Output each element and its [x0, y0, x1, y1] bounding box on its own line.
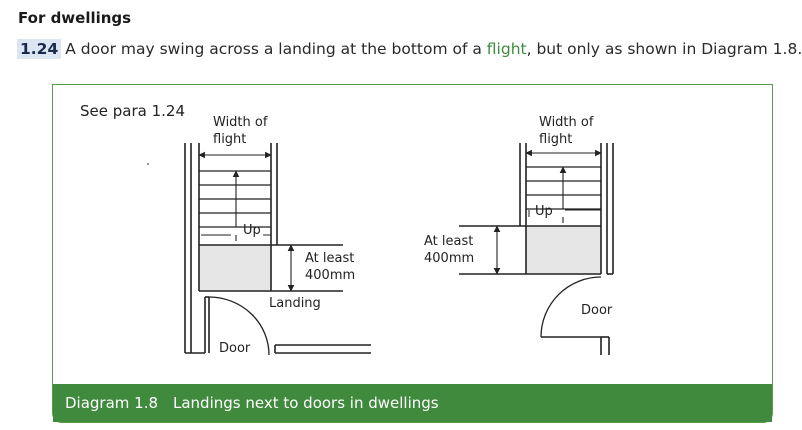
left-width-label-line2: flight	[213, 132, 246, 147]
right-stair-plan	[459, 143, 614, 355]
stray-dot	[147, 163, 149, 165]
right-landing-area	[526, 226, 601, 274]
right-door-label: Door	[581, 303, 613, 318]
landing-diagram: See para 1.24	[80, 102, 614, 356]
diagram-caption-text: Landings next to doors in dwellings	[173, 394, 439, 412]
paragraph-number: 1.24	[17, 39, 62, 59]
left-stair-plan	[184, 143, 371, 356]
left-at-least-line1: At least	[305, 251, 354, 266]
left-up-label: Up	[243, 223, 261, 238]
right-width-label-line1: Width of	[539, 115, 594, 130]
left-at-least-line2: 400mm	[305, 268, 355, 283]
left-landing-area	[199, 245, 271, 291]
left-width-label-line1: Width of	[213, 115, 268, 130]
diagram-caption-bar: Diagram 1.8 Landings next to doors in dw…	[53, 384, 772, 422]
left-landing-label: Landing	[269, 296, 321, 311]
diagram-caption-number: Diagram 1.8	[65, 394, 159, 412]
diagram-frame: See para 1.24	[52, 84, 773, 423]
right-width-label-line2: flight	[539, 132, 572, 147]
section-heading: For dwellings	[18, 9, 132, 27]
see-para-label: See para 1.24	[80, 102, 185, 120]
flight-link[interactable]: flight	[486, 40, 527, 58]
paragraph-text-after: , but only as shown in Diagram 1.8.	[526, 40, 802, 58]
left-door-label: Door	[219, 341, 251, 356]
paragraph-text-before: A door may swing across a landing at the…	[65, 40, 487, 58]
right-up-label: Up	[535, 204, 553, 219]
right-at-least-line1: At least	[424, 234, 473, 249]
right-at-least-line2: 400mm	[424, 251, 474, 266]
